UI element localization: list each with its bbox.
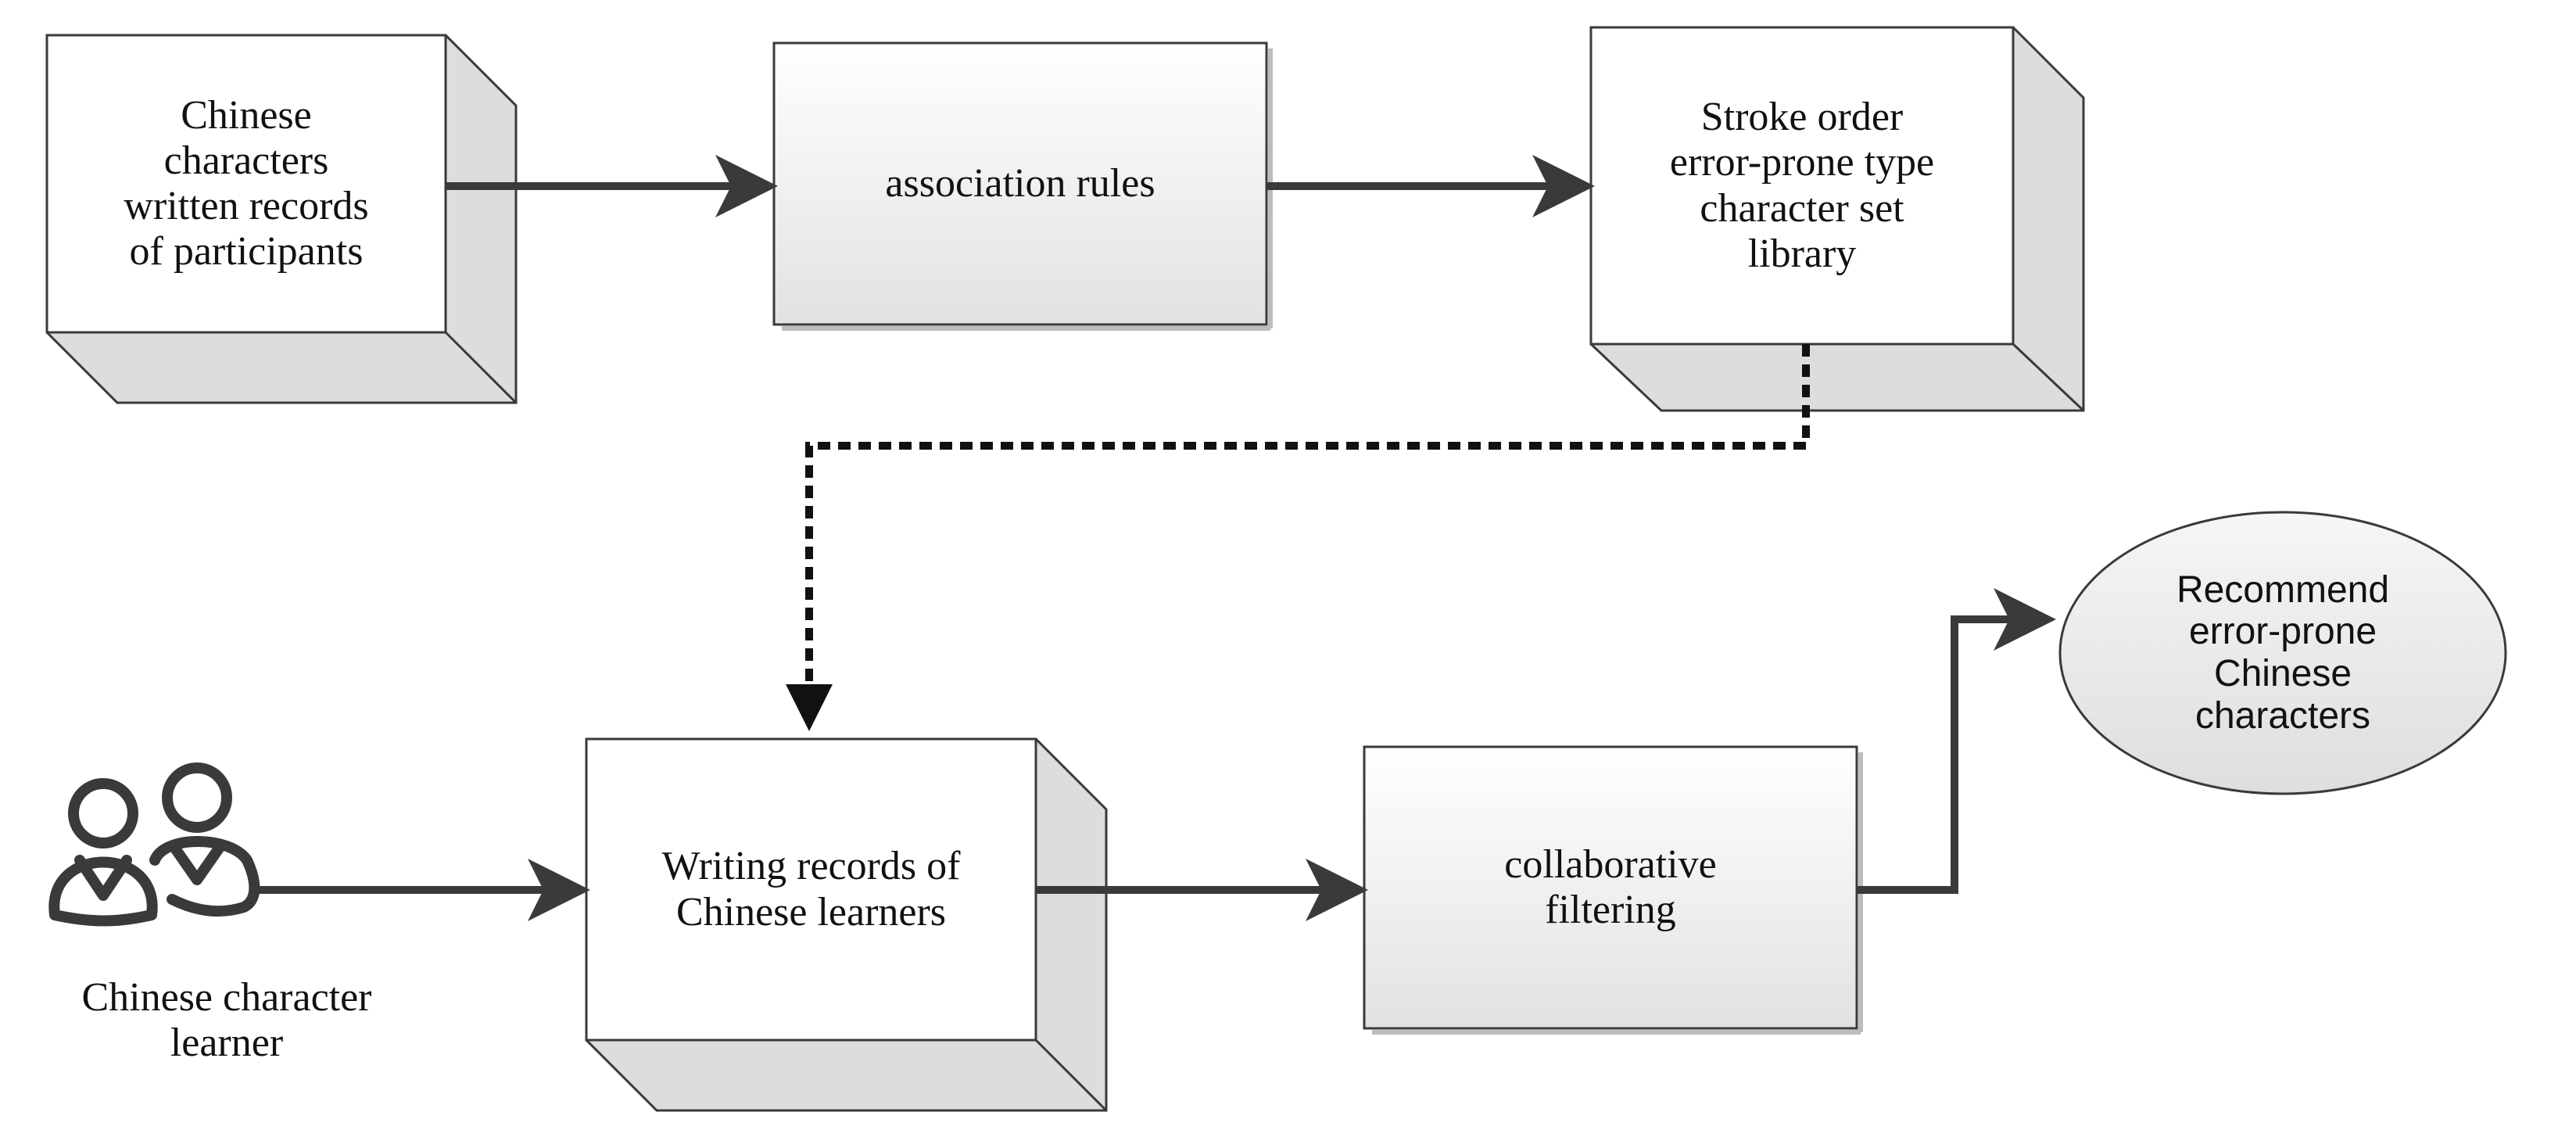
collaborative-filtering-label: collaborative filtering [1364, 747, 1857, 1028]
association-rules-text: association rules [885, 160, 1155, 206]
actor-label-text: Chinese character learner [81, 974, 372, 1065]
collaborative-filtering-text: collaborative filtering [1504, 841, 1717, 932]
actor-label: Chinese character learner [47, 954, 407, 1087]
dashed-arrow-library-to-learner-records [786, 344, 1810, 731]
collaborative-filtering-box [1363, 745, 1863, 1035]
users-icon [48, 762, 260, 927]
recommendation-label: Recommend error-prone Chinese characters [2060, 512, 2506, 794]
learner-records-box [585, 737, 1108, 1112]
error-prone-library-text: Stroke order error-prone type character … [1669, 95, 1935, 276]
association-rules-label: association rules [774, 43, 1267, 325]
participants-records-box [45, 34, 518, 404]
error-prone-library-label: Stroke order error-prone type character … [1591, 27, 2013, 344]
participants-records-text: Chinese characters written records of pa… [124, 92, 369, 274]
recommendation-text: Recommend error-prone Chinese characters [2176, 569, 2390, 737]
learner-records-label: Writing records of Chinese learners [586, 739, 1036, 1040]
error-prone-library-box [1589, 26, 2085, 412]
participants-records-label: Chinese characters written records of pa… [47, 35, 446, 332]
arrow-filtering-to-recommendation [1857, 588, 2056, 894]
recommendation-ellipse [2058, 511, 2507, 795]
learner-records-text: Writing records of Chinese learners [661, 844, 961, 934]
